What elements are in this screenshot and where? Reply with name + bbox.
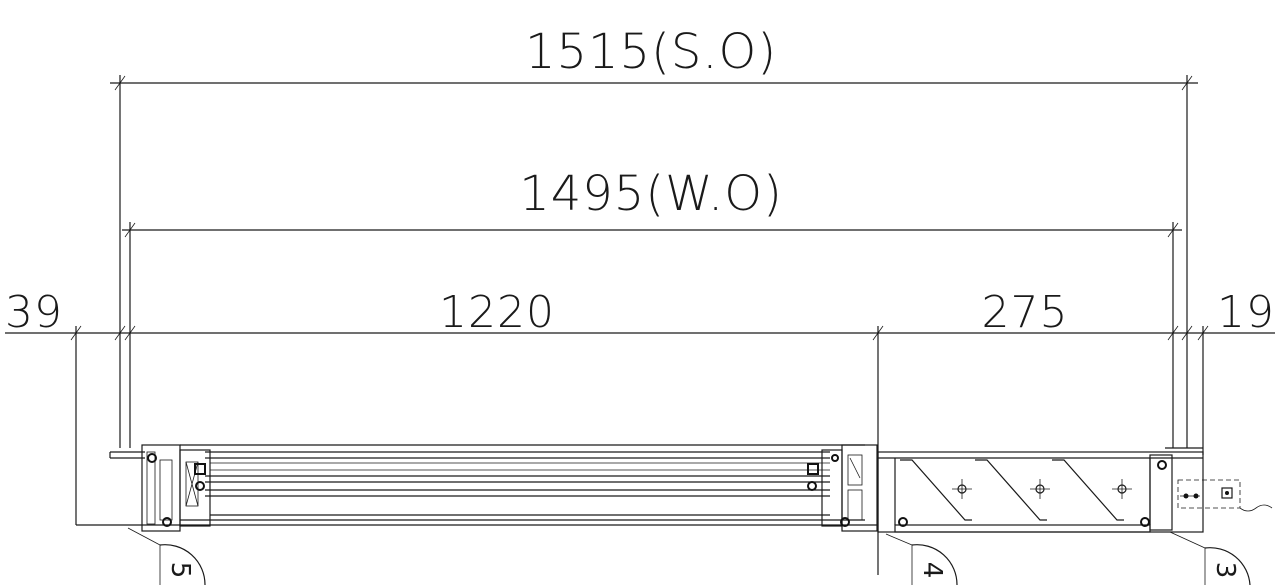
dim-left-offset: 39 bbox=[5, 287, 63, 338]
window-frame-section bbox=[76, 444, 878, 532]
dim-window-panel: 1220 bbox=[439, 287, 555, 338]
dim-fixed-panel: 275 bbox=[982, 287, 1069, 338]
dimension-line-chain bbox=[5, 325, 1275, 575]
dim-overall-window: 1495(W.O) bbox=[519, 166, 783, 222]
dim-overall-structure: 1515(S.O) bbox=[525, 24, 777, 80]
callout-3: 3 bbox=[1169, 531, 1251, 585]
dimension-line-window bbox=[122, 222, 1182, 448]
callout-label-5: 5 bbox=[165, 562, 195, 579]
dim-right-offset: 19 bbox=[1217, 287, 1275, 338]
dimension-line-structure bbox=[110, 75, 1198, 448]
fixed-panel-section bbox=[877, 447, 1273, 533]
callout-4: 4 bbox=[885, 533, 958, 585]
callout-5: 5 bbox=[127, 527, 206, 585]
callout-label-3: 3 bbox=[1210, 562, 1240, 579]
callout-label-4: 4 bbox=[917, 562, 947, 579]
